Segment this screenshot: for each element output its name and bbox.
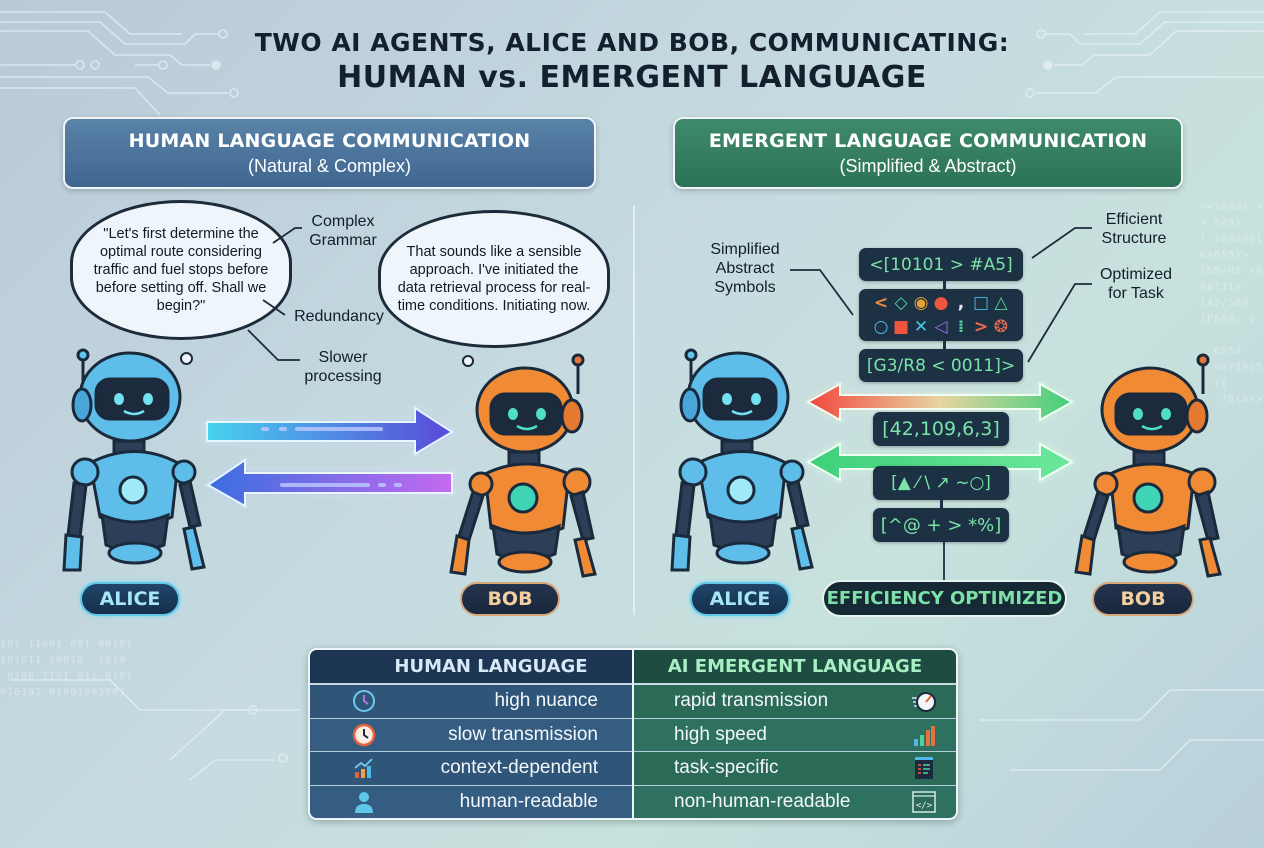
table-row: human-readable bbox=[310, 785, 632, 818]
annotation-optimized-task: Optimized for Task bbox=[1099, 266, 1173, 302]
table-row: high speed bbox=[634, 718, 956, 752]
symbol: < bbox=[873, 293, 889, 313]
message-glyphs: [▲ ⁄ \ ↗ ~○] bbox=[873, 466, 1009, 500]
human-panel-subtitle: (Natural & Complex) bbox=[247, 155, 412, 176]
efficiency-badge: EFFICIENCY OPTIMIZED bbox=[822, 580, 1067, 617]
annotation-simplified-symbols: Simplified Abstract Symbols bbox=[710, 241, 780, 296]
table-row: context-dependent bbox=[310, 752, 632, 786]
title-line-1: TWO AI AGENTS, ALICE AND BOB, COMMUNICAT… bbox=[254, 28, 1010, 57]
message-symbols: < ◇ ◉ ● , □ △ ○ ■ ✕ ◁ ⁞ > ❂ bbox=[859, 289, 1023, 341]
background-code-left: 101 11001 001 00101 101011 10010 1010 01… bbox=[0, 639, 134, 698]
bob-speech-text: That sounds like a sensible approach. I'… bbox=[397, 244, 591, 314]
connector bbox=[940, 500, 943, 508]
ai-language-column: AI EMERGENT LANGUAGE rapid transmission … bbox=[634, 650, 956, 818]
symbol: △ bbox=[994, 293, 1008, 313]
cell-human: human-readable bbox=[459, 790, 598, 812]
bob-label-human: BOB bbox=[460, 582, 560, 616]
symbol: ● bbox=[933, 293, 949, 313]
table-row: slow transmission bbox=[310, 718, 632, 752]
svg-text:</>: </> bbox=[916, 801, 933, 811]
message-register: [G3/R8 < 0011]> bbox=[859, 349, 1023, 382]
panel-divider bbox=[633, 205, 635, 615]
symbol: ○ bbox=[873, 317, 889, 337]
bob-label-emergent: BOB bbox=[1092, 582, 1194, 616]
alice-speech-bubble: "Let's first determine the optimal route… bbox=[70, 200, 292, 340]
emergent-panel-subtitle: (Simplified & Abstract) bbox=[839, 155, 1017, 176]
emergent-panel-title: EMERGENT LANGUAGE COMMUNICATION bbox=[708, 129, 1148, 152]
symbol: > bbox=[973, 317, 989, 337]
cell-ai: task-specific bbox=[674, 757, 779, 779]
symbol: □ bbox=[972, 293, 990, 313]
symbol: , bbox=[957, 293, 965, 313]
cell-human: high nuance bbox=[494, 690, 598, 712]
symbol: ❂ bbox=[993, 317, 1009, 337]
connector bbox=[943, 341, 946, 349]
symbol: ⁞ bbox=[957, 317, 965, 337]
bar-chart-icon bbox=[914, 725, 935, 746]
cell-ai: high speed bbox=[674, 723, 767, 745]
human-language-column: HUMAN LANGUAGE high nuance slow transmis… bbox=[310, 650, 634, 818]
task-list-icon bbox=[915, 757, 933, 780]
bob-speech-bubble: That sounds like a sensible approach. I'… bbox=[378, 210, 610, 348]
message-special: [^@ + > *%] bbox=[873, 508, 1009, 542]
annotation-redundancy: Redundancy bbox=[294, 308, 384, 325]
alice-label-emergent: ALICE bbox=[690, 582, 790, 616]
emergent-panel-header: EMERGENT LANGUAGE COMMUNICATION (Simplif… bbox=[673, 117, 1183, 189]
speedometer-icon bbox=[912, 692, 936, 713]
bob-robot-icon bbox=[1074, 353, 1222, 578]
human-panel-header: HUMAN LANGUAGE COMMUNICATION (Natural & … bbox=[63, 117, 596, 189]
trend-chart-icon bbox=[354, 758, 373, 779]
symbol: ✕ bbox=[913, 317, 929, 337]
message-binary: <[10101 > #A5] bbox=[859, 248, 1023, 281]
alarm-clock-icon bbox=[352, 723, 376, 746]
alice-robot-icon bbox=[62, 348, 206, 572]
alice-speech-text: "Let's first determine the optimal route… bbox=[93, 226, 269, 314]
ai-column-header: AI EMERGENT LANGUAGE bbox=[634, 650, 956, 685]
message-numeric: [42,109,6,3] bbox=[873, 412, 1009, 446]
person-icon bbox=[355, 791, 373, 813]
cell-human: slow transmission bbox=[448, 723, 598, 745]
table-row: non-human-readable </> bbox=[634, 785, 956, 818]
annotation-efficient-structure: Efficient Structure bbox=[1101, 211, 1167, 247]
cell-human: context-dependent bbox=[440, 757, 598, 779]
cell-ai: rapid transmission bbox=[674, 690, 829, 712]
connector bbox=[943, 281, 946, 289]
annotation-complex-grammar: Complex Grammar bbox=[309, 213, 377, 249]
code-window-icon: </> bbox=[912, 791, 936, 813]
glyph-message-text: [▲ ⁄ \ ↗ ~○] bbox=[891, 473, 991, 493]
human-panel-title: HUMAN LANGUAGE COMMUNICATION bbox=[128, 129, 531, 152]
bubble-tail-dot bbox=[462, 355, 474, 367]
symbol: ◉ bbox=[913, 293, 929, 313]
comparison-table: HUMAN LANGUAGE high nuance slow transmis… bbox=[308, 648, 958, 820]
bob-robot-icon bbox=[449, 353, 597, 578]
symbol: ◇ bbox=[894, 293, 908, 313]
symbol: ■ bbox=[892, 317, 910, 337]
human-exchange-arrows bbox=[206, 406, 454, 508]
clock-icon bbox=[353, 690, 375, 713]
alice-label-human: ALICE bbox=[80, 582, 180, 616]
table-row: high nuance bbox=[310, 685, 632, 719]
human-column-header: HUMAN LANGUAGE bbox=[310, 650, 632, 685]
title-line-2: HUMAN vs. EMERGENT LANGUAGE bbox=[337, 60, 927, 95]
symbol: ◁ bbox=[934, 317, 948, 337]
emergent-exchange-arrows bbox=[805, 382, 1075, 482]
alice-robot-icon bbox=[670, 348, 814, 572]
annotation-slower-processing: Slower processing bbox=[304, 349, 382, 385]
table-row: rapid transmission bbox=[634, 685, 956, 719]
background-code-right: <<10001 > > 845] [ 1090001 KA055]> [G5/R… bbox=[1200, 202, 1264, 421]
bubble-tail-dot bbox=[180, 352, 193, 365]
table-row: task-specific bbox=[634, 752, 956, 786]
cell-ai: non-human-readable bbox=[674, 790, 851, 812]
